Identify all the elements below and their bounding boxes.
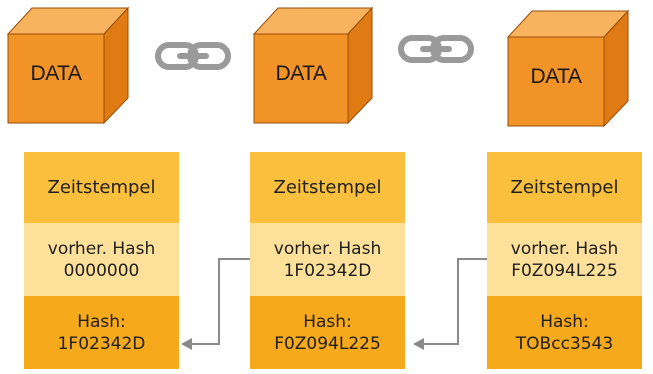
hash-value: TOBcc3543 <box>515 333 614 354</box>
timestamp-label: Zeitstempel <box>47 176 156 198</box>
hash-label: Hash: <box>303 311 352 332</box>
chain-link-icon <box>155 42 231 70</box>
data-cube-1: DATA <box>6 6 130 125</box>
data-cube-2: DATA <box>252 6 374 125</box>
hash-label: Hash: <box>540 311 589 332</box>
cube-label: DATA <box>276 62 327 85</box>
prev-hash-value: 1F02342D <box>283 260 372 281</box>
hash-cell: Hash: TOBcc3543 <box>487 296 642 369</box>
hash-label: Hash: <box>77 311 126 332</box>
prev-hash-cell: vorher. Hash F0Z094L225 <box>487 223 642 296</box>
block-1: Zeitstempel vorher. Hash 0000000 Hash: 1… <box>24 152 179 369</box>
cube-label: DATA <box>531 65 582 88</box>
arrow-left-icon <box>413 258 487 350</box>
data-cubes-row: DATA DATA DATA <box>6 6 630 128</box>
timestamp-cell: Zeitstempel <box>487 152 642 223</box>
hash-cell: Hash: 1F02342D <box>24 296 179 369</box>
prev-hash-label: vorher. Hash <box>273 238 382 259</box>
hash-value: F0Z094L225 <box>274 333 381 354</box>
prev-hash-cell: vorher. Hash 1F02342D <box>250 223 405 296</box>
block-2: Zeitstempel vorher. Hash 1F02342D Hash: … <box>250 152 405 369</box>
arrow-left-icon <box>181 258 250 350</box>
chain-link-icon <box>398 35 474 63</box>
data-cube-3: DATA <box>506 9 630 128</box>
block-3: Zeitstempel vorher. Hash F0Z094L225 Hash… <box>487 152 642 369</box>
prev-hash-value: F0Z094L225 <box>511 260 618 281</box>
timestamp-label: Zeitstempel <box>510 176 619 198</box>
prev-hash-cell: vorher. Hash 0000000 <box>24 223 179 296</box>
timestamp-cell: Zeitstempel <box>250 152 405 223</box>
prev-hash-label: vorher. Hash <box>47 238 156 259</box>
timestamp-cell: Zeitstempel <box>24 152 179 223</box>
hash-cell: Hash: F0Z094L225 <box>250 296 405 369</box>
cube-label: DATA <box>31 62 82 85</box>
prev-hash-label: vorher. Hash <box>510 238 619 259</box>
timestamp-label: Zeitstempel <box>273 176 382 198</box>
prev-hash-value: 0000000 <box>63 260 140 281</box>
hash-value: 1F02342D <box>57 333 146 354</box>
